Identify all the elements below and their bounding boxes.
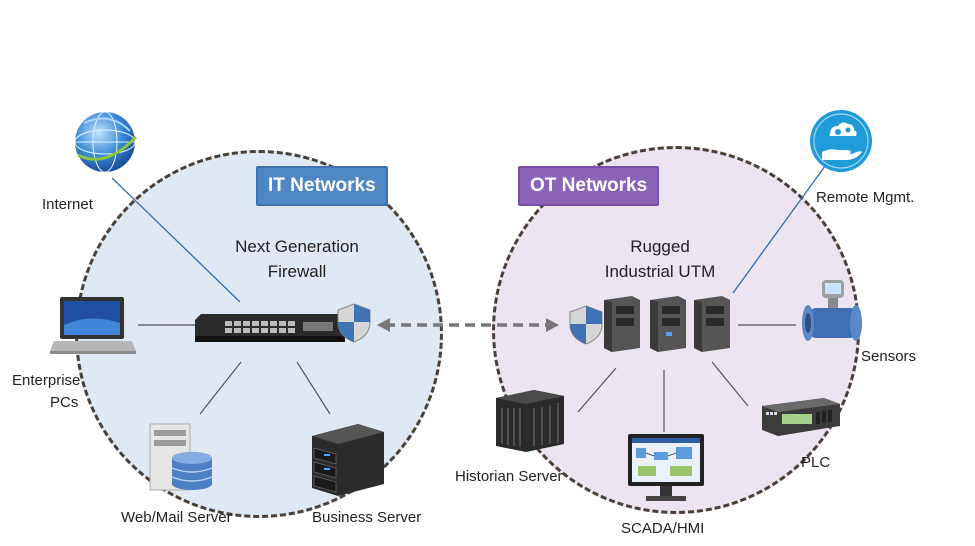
laptop-icon <box>50 297 136 354</box>
industrial-utm-icon <box>604 296 730 352</box>
scada-monitor-icon <box>628 434 704 501</box>
enterprise-pcs-label: Enterprise PCs <box>12 370 80 414</box>
scada-hmi-label: SCADA/HMI <box>621 520 705 537</box>
ngfw-label-line1: Next Generation <box>235 237 359 256</box>
ot-shield-icon <box>569 305 603 345</box>
utm-label-line2: Industrial UTM <box>604 262 716 281</box>
historian-server-icon <box>496 390 564 452</box>
ngfw-label-line2: Firewall <box>267 262 327 281</box>
utm-label: Rugged Industrial UTM <box>580 234 740 284</box>
remote-management-icon <box>810 110 872 172</box>
enterprise-label-line1: Enterprise <box>12 372 81 389</box>
plc-label: PLC <box>801 454 831 471</box>
sensor-flowmeter-icon <box>802 280 862 341</box>
sensors-label: Sensors <box>861 348 917 365</box>
globe-icon <box>74 111 138 173</box>
it-networks-badge: IT Networks <box>256 166 388 206</box>
plc-icon <box>762 398 840 436</box>
historian-server-label: Historian Server <box>455 468 563 485</box>
web-mail-server-icon <box>149 423 213 491</box>
business-server-icon <box>312 424 384 496</box>
ot-networks-badge: OT Networks <box>518 166 660 206</box>
enterprise-label-line2: PCs <box>50 394 79 411</box>
remote-mgmt-label: Remote Mgmt. <box>816 189 915 206</box>
firewall-appliance-icon <box>195 314 345 342</box>
ngfw-label: Next Generation Firewall <box>212 234 382 284</box>
internet-label: Internet <box>42 196 93 213</box>
utm-label-line1: Rugged <box>630 237 690 256</box>
business-server-label: Business Server <box>312 509 422 526</box>
it-shield-icon <box>337 303 371 343</box>
web-mail-server-label: Web/Mail Server <box>121 509 232 526</box>
